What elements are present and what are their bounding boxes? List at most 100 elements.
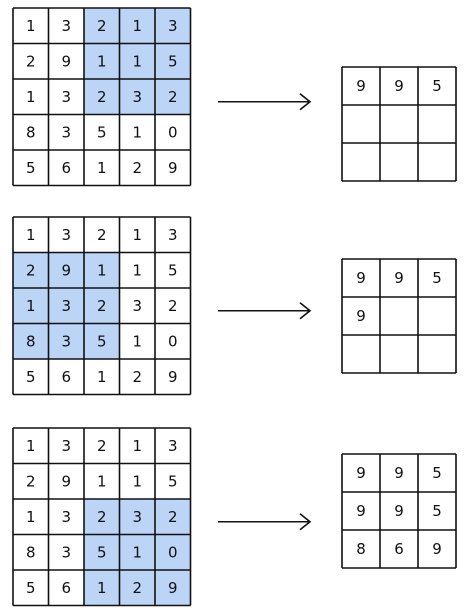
- input-cell-0-3: 1: [132, 17, 142, 35]
- input-cell-4-0: 5: [26, 579, 36, 597]
- input-cell-3-2: 5: [97, 332, 107, 350]
- input-cell-2-4: 2: [168, 508, 178, 526]
- input-cell-2-0: 1: [26, 88, 36, 106]
- input-cell-2-2: 2: [97, 297, 107, 315]
- input-cell-2-0: 1: [26, 297, 36, 315]
- input-cell-0-3: 1: [132, 226, 142, 244]
- input-cell-4-0: 5: [26, 159, 36, 177]
- input-cell-4-3: 2: [132, 579, 142, 597]
- input-cell-2-1: 3: [61, 88, 71, 106]
- input-cell-4-1: 6: [61, 368, 71, 386]
- input-cell-4-4: 9: [168, 579, 178, 597]
- input-cell-3-1: 3: [61, 543, 71, 561]
- input-cell-4-0: 5: [26, 368, 36, 386]
- input-cell-2-1: 3: [61, 297, 71, 315]
- input-cell-4-1: 6: [61, 159, 71, 177]
- input-cell-4-3: 2: [132, 159, 142, 177]
- input-cell-2-3: 3: [132, 88, 142, 106]
- input-cell-1-1: 9: [61, 472, 71, 490]
- output-cell-2-2: 9: [432, 540, 442, 558]
- output-cell-2-1: 6: [394, 540, 404, 558]
- input-cell-2-4: 2: [168, 88, 178, 106]
- input-cell-0-0: 1: [26, 437, 36, 455]
- input-cell-3-1: 3: [61, 332, 71, 350]
- input-cell-2-0: 1: [26, 508, 36, 526]
- output-cell-0-2: 5: [432, 464, 442, 482]
- input-cell-0-1: 3: [61, 437, 71, 455]
- input-cell-3-0: 8: [26, 332, 36, 350]
- output-cell-1-0: 9: [356, 307, 366, 325]
- right-arrow-icon: [218, 302, 312, 320]
- input-cell-1-2: 1: [97, 52, 107, 70]
- input-cell-4-2: 1: [97, 159, 107, 177]
- input-cell-2-1: 3: [61, 508, 71, 526]
- output-cell-0-0: 9: [356, 464, 366, 482]
- input-cell-2-4: 2: [168, 297, 178, 315]
- input-cell-3-3: 1: [132, 123, 142, 141]
- input-cell-3-1: 3: [61, 123, 71, 141]
- input-cell-0-2: 2: [97, 437, 107, 455]
- input-cell-3-4: 0: [168, 123, 178, 141]
- input-cell-1-0: 2: [26, 261, 36, 279]
- input-cell-4-1: 6: [61, 579, 71, 597]
- input-cell-1-4: 5: [168, 472, 178, 490]
- input-cell-3-4: 0: [168, 543, 178, 561]
- input-cell-0-2: 2: [97, 226, 107, 244]
- input-cell-1-3: 1: [132, 261, 142, 279]
- input-cell-3-2: 5: [97, 123, 107, 141]
- input-cell-0-1: 3: [61, 17, 71, 35]
- output-cell-1-2: 5: [432, 502, 442, 520]
- input-cell-0-1: 3: [61, 226, 71, 244]
- input-cell-1-2: 1: [97, 472, 107, 490]
- input-cell-1-0: 2: [26, 472, 36, 490]
- input-cell-0-4: 3: [168, 226, 178, 244]
- input-cell-0-0: 1: [26, 226, 36, 244]
- input-cell-4-3: 2: [132, 368, 142, 386]
- input-cell-0-4: 3: [168, 17, 178, 35]
- output-cell-0-0: 9: [356, 77, 366, 95]
- input-cell-2-2: 2: [97, 88, 107, 106]
- input-cell-1-3: 1: [132, 472, 142, 490]
- output-cell-0-1: 9: [394, 464, 404, 482]
- pooling-window-highlight: [13, 252, 120, 359]
- input-cell-4-4: 9: [168, 368, 178, 386]
- input-cell-1-2: 1: [97, 261, 107, 279]
- input-cell-4-2: 1: [97, 368, 107, 386]
- pooling-window-highlight: [84, 8, 191, 115]
- output-cell-0-2: 5: [432, 77, 442, 95]
- pooling-window-highlight: [84, 499, 191, 606]
- input-cell-3-4: 0: [168, 332, 178, 350]
- input-cell-2-3: 3: [132, 297, 142, 315]
- output-cell-0-2: 5: [432, 269, 442, 287]
- input-cell-1-1: 9: [61, 52, 71, 70]
- input-cell-0-4: 3: [168, 437, 178, 455]
- input-cell-1-3: 1: [132, 52, 142, 70]
- input-cell-3-3: 1: [132, 543, 142, 561]
- output-grid: 9 9 5: [341, 66, 457, 182]
- input-cell-1-4: 5: [168, 261, 178, 279]
- input-cell-3-2: 5: [97, 543, 107, 561]
- input-cell-0-0: 1: [26, 17, 36, 35]
- output-cell-1-0: 9: [356, 502, 366, 520]
- right-arrow-icon: [218, 93, 312, 111]
- input-cell-0-2: 2: [97, 17, 107, 35]
- input-cell-3-3: 1: [132, 332, 142, 350]
- output-cell-1-1: 9: [394, 502, 404, 520]
- input-cell-3-0: 8: [26, 123, 36, 141]
- input-cell-1-4: 5: [168, 52, 178, 70]
- input-cell-2-3: 3: [132, 508, 142, 526]
- output-cell-0-0: 9: [356, 269, 366, 287]
- output-grid: 9 9 5 9: [341, 258, 457, 374]
- input-cell-3-0: 8: [26, 543, 36, 561]
- output-cell-0-1: 9: [394, 269, 404, 287]
- input-cell-0-3: 1: [132, 437, 142, 455]
- output-cell-0-1: 9: [394, 77, 404, 95]
- input-cell-4-4: 9: [168, 159, 178, 177]
